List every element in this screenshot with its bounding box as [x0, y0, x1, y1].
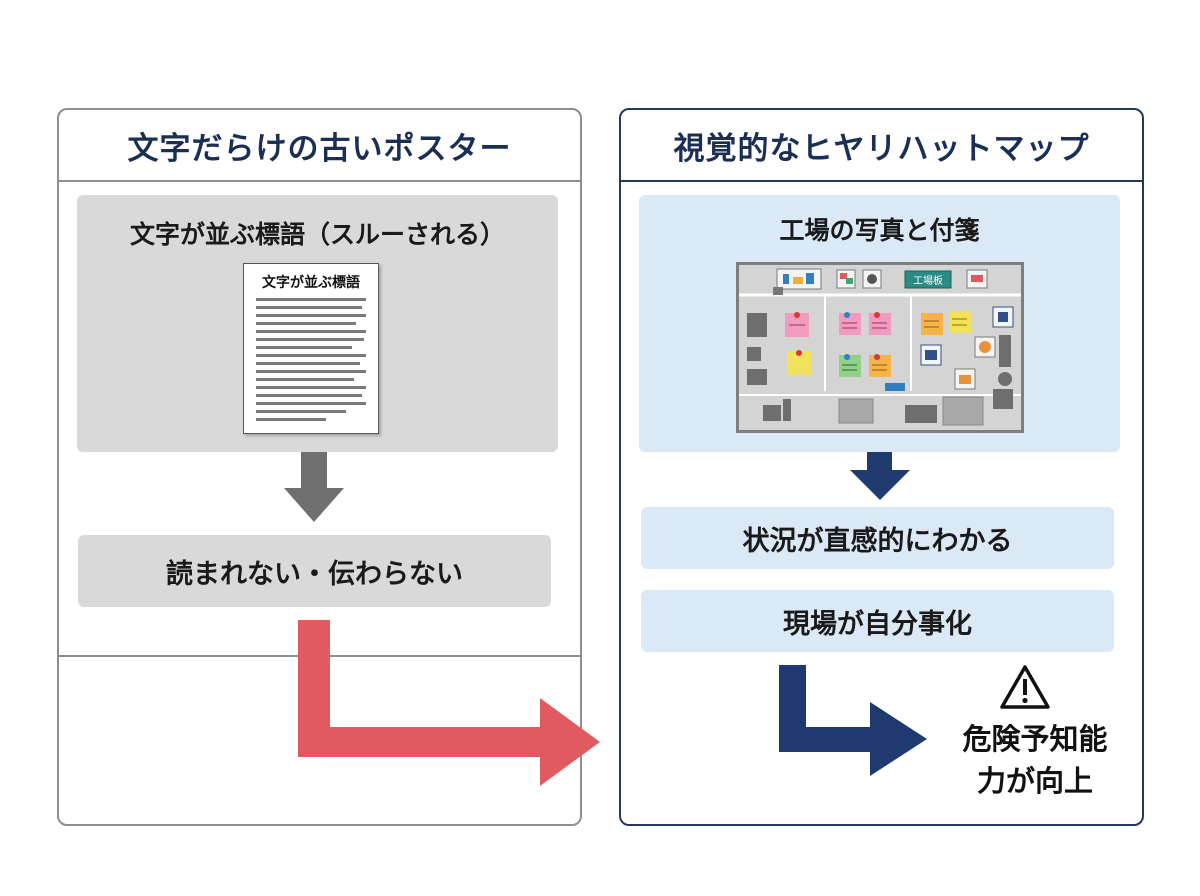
down-arrow-icon — [850, 452, 910, 500]
document-text-line — [256, 306, 362, 309]
document-text-line — [256, 410, 346, 413]
text-poster-document: 文字が並ぶ標語 — [243, 263, 379, 434]
intuitive-understanding-box: 状況が直感的にわかる — [641, 507, 1114, 569]
warning-icon — [1000, 665, 1050, 709]
down-arrow-icon — [284, 452, 344, 522]
factory-map-board: 工場板 — [736, 262, 1024, 433]
document-text-line — [256, 314, 366, 317]
document-text-line — [256, 330, 366, 333]
sign-icon — [992, 306, 1014, 328]
document-text-line — [256, 298, 366, 301]
board-sign — [904, 270, 952, 289]
document-text-line — [256, 346, 352, 349]
sticky-note-icon — [949, 311, 971, 333]
sticky-note-icon — [839, 312, 861, 335]
poster-box-label: 文字が並ぶ標語（スルーされる） — [129, 220, 505, 249]
ownership-box: 現場が自分事化 — [641, 590, 1114, 652]
sign-icon — [920, 344, 942, 366]
document-text-line — [256, 338, 364, 341]
outcome-line-2: 力が向上 — [976, 764, 1093, 798]
sticky-note-icon — [869, 312, 891, 335]
turn-right-arrow-icon — [779, 665, 927, 776]
visual-map-panel-title: 視覚的なヒヤリハットマップ — [621, 110, 1142, 182]
sticky-note-icon — [785, 312, 809, 337]
sign-icon — [974, 336, 996, 358]
old-poster-panel-title: 文字だらけの古いポスター — [59, 110, 580, 182]
sticky-note-icon — [839, 354, 861, 377]
document-text-line — [256, 362, 360, 365]
sign-icon — [954, 368, 976, 390]
hazard-prediction-outcome: 危険予知能 力が向上 — [942, 718, 1128, 802]
sticky-note-icon — [869, 354, 891, 377]
photo-box-label: 工場の写真と付箋 — [779, 216, 980, 245]
sticky-note-icon — [921, 313, 943, 335]
document-text-line — [256, 386, 366, 389]
document-text-line — [256, 394, 362, 397]
document-text-line — [256, 354, 366, 357]
poster-document-title: 文字が並ぶ標語 — [262, 275, 360, 291]
document-text-line — [256, 322, 356, 325]
left-result-box: 読まれない・伝わらない — [78, 535, 551, 607]
document-text-line — [256, 370, 366, 373]
outcome-line-1: 危険予知能 — [962, 722, 1108, 756]
document-text-line — [256, 402, 366, 405]
turn-right-arrow-icon — [298, 620, 600, 786]
document-text-line — [256, 418, 326, 421]
board-sign-label: 工場板 — [913, 274, 943, 287]
document-text-line — [256, 378, 354, 381]
sticky-note-icon — [787, 350, 811, 375]
factory-map-illustration: 工場板 — [739, 268, 1021, 426]
